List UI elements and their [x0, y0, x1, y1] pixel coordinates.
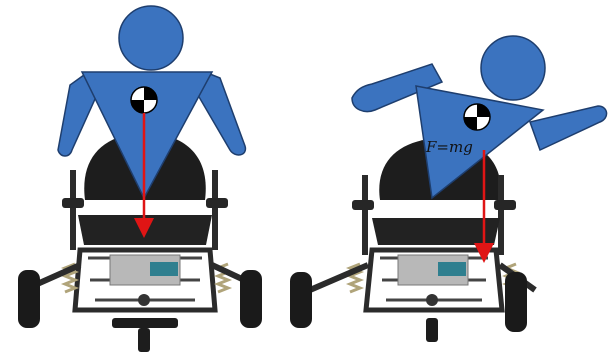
arm-right: [530, 106, 607, 150]
panel-leaning: F=mg: [290, 36, 607, 342]
back-post-left: [70, 170, 76, 250]
back-post-right: [498, 175, 504, 255]
joint-center: [138, 294, 150, 306]
head: [481, 36, 545, 100]
wheel-left: [290, 272, 312, 328]
battery-pack: [150, 262, 178, 276]
armrest-left: [62, 198, 84, 208]
back-post-left: [362, 175, 368, 255]
center-caster: [138, 328, 150, 352]
head: [119, 6, 183, 70]
wheelchair-right: [290, 138, 535, 342]
center-of-mass-icon: [464, 104, 490, 130]
wheel-right: [240, 270, 262, 328]
wheel-right: [505, 272, 527, 332]
armrest-right: [206, 198, 228, 208]
armrest-left: [352, 200, 374, 210]
battery-pack: [438, 262, 466, 276]
center-caster: [426, 318, 438, 342]
wheel-left: [18, 270, 40, 328]
armrest-right: [494, 200, 516, 210]
center-of-mass-icon: [131, 87, 157, 113]
seat-cushion: [372, 218, 500, 245]
panel-upright: [18, 6, 262, 352]
footplate: [112, 318, 178, 328]
back-post-right: [212, 170, 218, 250]
joint-center: [426, 294, 438, 306]
force-label: F=mg: [425, 138, 473, 156]
